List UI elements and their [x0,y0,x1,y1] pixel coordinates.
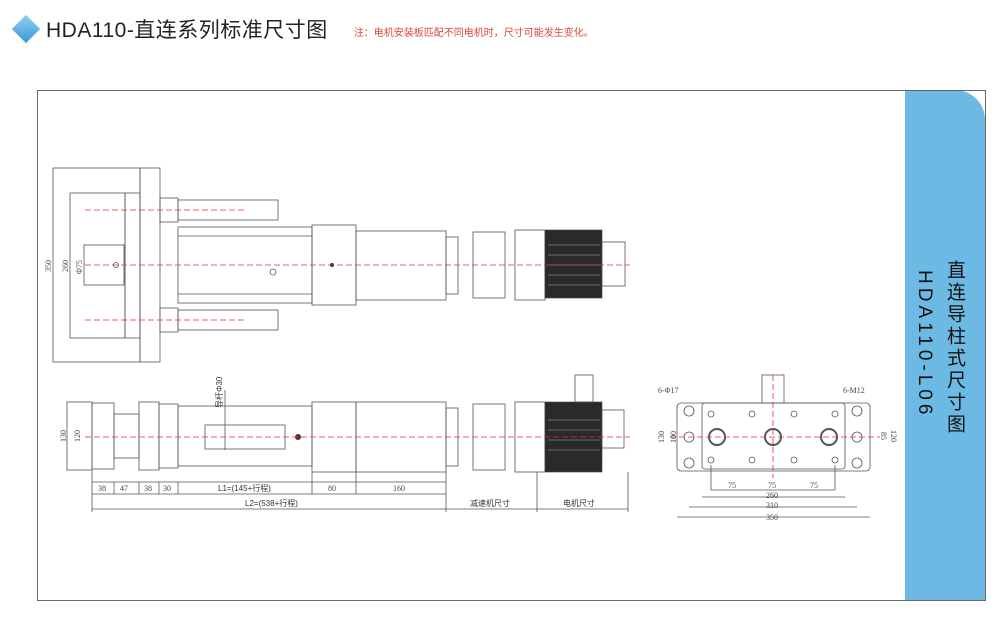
side-panel-model: HDA110-L06 [914,270,935,419]
dim-left-100: 100 [669,431,678,443]
end-view: 75 75 75 260 310 350 6-Φ17 6-M12 130 100… [657,374,898,522]
dim-160: 160 [393,484,405,493]
dim-left-130: 130 [657,431,666,443]
dim-80: 80 [328,484,336,493]
dim-350: 350 [44,260,53,272]
side-panel: 直连导柱式尺寸图 HDA110-L06 [905,90,985,600]
dim-47: 47 [120,484,128,493]
dim-260: 260 [61,260,70,272]
header: HDA110-直连系列标准尺寸图 注：电机安装板匹配不同电机时，尺寸可能发生变化… [11,14,594,44]
dim-260: 260 [766,491,778,500]
dim-75c: 75 [810,481,818,490]
drawing-frame [37,90,986,601]
dim-310: 310 [766,501,778,510]
side-panel-title: 直连导柱式尺寸图 [944,260,965,436]
dim-38b: 38 [144,484,152,493]
dim-130: 130 [59,430,68,442]
dim-75a: 75 [728,481,736,490]
dim-38a: 38 [98,484,106,493]
dim-l2: L2=(538+行程) [245,498,298,508]
reducer-size-label: 减速机尺寸 [470,498,510,508]
holes-right-label: 6-M12 [843,386,865,395]
top-view: 350 260 Φ75 [44,167,630,363]
dim-right-120: 120 [889,430,898,442]
dim-120: 120 [73,430,82,442]
header-note: 注：电机安装板匹配不同电机时，尺寸可能发生变化。 [353,27,594,39]
side-view: 导杆Φ30 130 120 38 47 38 30 L1=(145+行程) 80… [59,374,630,512]
dim-75b: 75 [768,481,776,490]
dim-350: 350 [766,513,778,522]
guide-rod-label: 导杆Φ30 [214,376,224,408]
holes-left-label: 6-Φ17 [658,386,679,395]
page-title: HDA110-直连系列标准尺寸图 [46,19,328,42]
dim-right-85: 85 [879,432,888,440]
motor-size-label: 电机尺寸 [563,498,595,508]
dim-l1: L1=(145+行程) [218,483,271,493]
dim-bore: Φ75 [75,260,84,274]
dim-30: 30 [163,484,171,493]
